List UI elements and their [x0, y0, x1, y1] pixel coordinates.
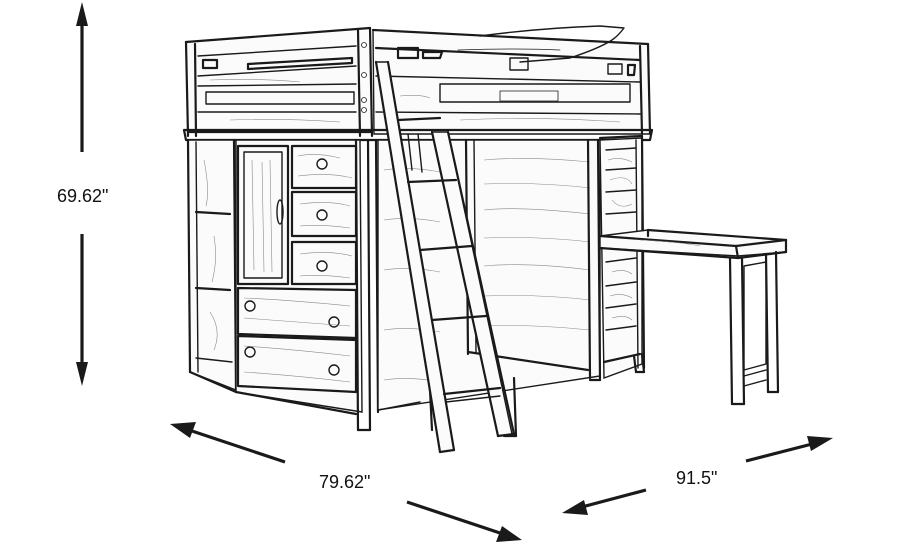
depth-arrow: [562, 436, 833, 515]
side-drawer-tower: [598, 134, 646, 379]
width-dimension-label: 79.62": [319, 472, 371, 492]
height-arrow: [76, 2, 88, 386]
large-drawers: [236, 286, 358, 394]
depth-dimension-label: 91.5": [676, 468, 718, 488]
dresser: [234, 138, 380, 432]
loft-bunk: [182, 25, 654, 142]
bookshelf: [186, 138, 238, 394]
desk: [598, 228, 788, 406]
width-arrow: [170, 422, 522, 542]
ladder: [374, 60, 516, 454]
height-dimension-label: 69.62": [57, 186, 109, 206]
